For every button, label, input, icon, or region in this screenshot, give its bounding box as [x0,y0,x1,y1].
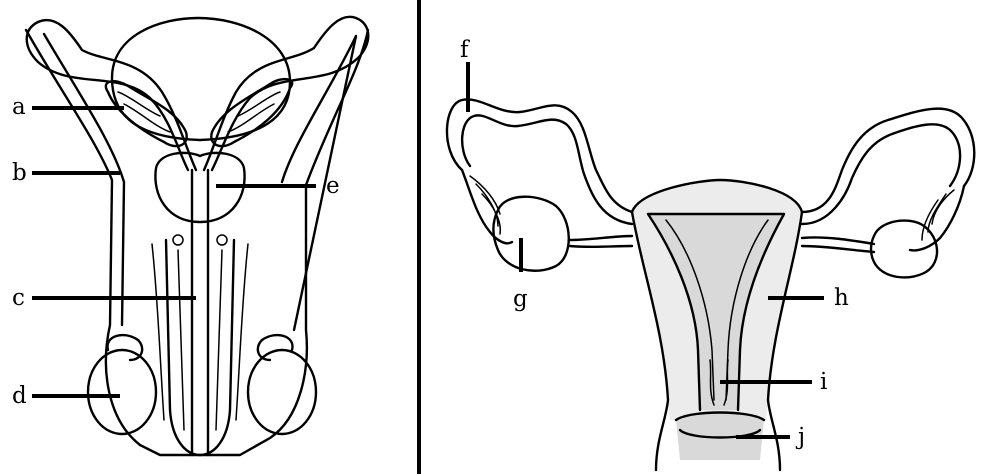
epididymis-left [107,335,142,360]
bulbourethral-gland-right [217,235,227,245]
label-c: c [12,285,25,311]
label-e: e [326,173,340,199]
ovary-left [494,197,569,271]
label-j: j [795,424,805,450]
fimbriae-right [910,186,964,250]
penis-shaft [166,240,234,455]
label-i: i [820,369,827,395]
male-reproductive-system: a b c d e [12,17,368,455]
vas-deferens-left-inner [38,20,196,170]
ovarian-ligament-left [570,236,632,247]
fallopian-tube-right [802,109,974,212]
label-a: a [12,94,26,120]
female-reproductive-system: f g h i j [447,37,974,470]
ovarian-ligament-right [802,237,874,252]
bladder [112,18,290,140]
fimbriae-left [462,170,512,243]
label-g: g [513,286,528,312]
label-d: d [12,383,27,409]
label-h: h [834,285,849,311]
fallopian-tube-left-inner [462,115,632,224]
urethra [192,170,208,455]
testis-right [248,350,316,434]
testis-left [88,350,156,434]
bulbourethral-gland-left [173,235,183,245]
seminal-vesicle-right-detail [228,92,280,132]
fimbriae-right-detail [922,190,954,240]
label-f: f [460,37,470,63]
ovary-right [871,221,937,278]
label-b: b [12,160,27,186]
